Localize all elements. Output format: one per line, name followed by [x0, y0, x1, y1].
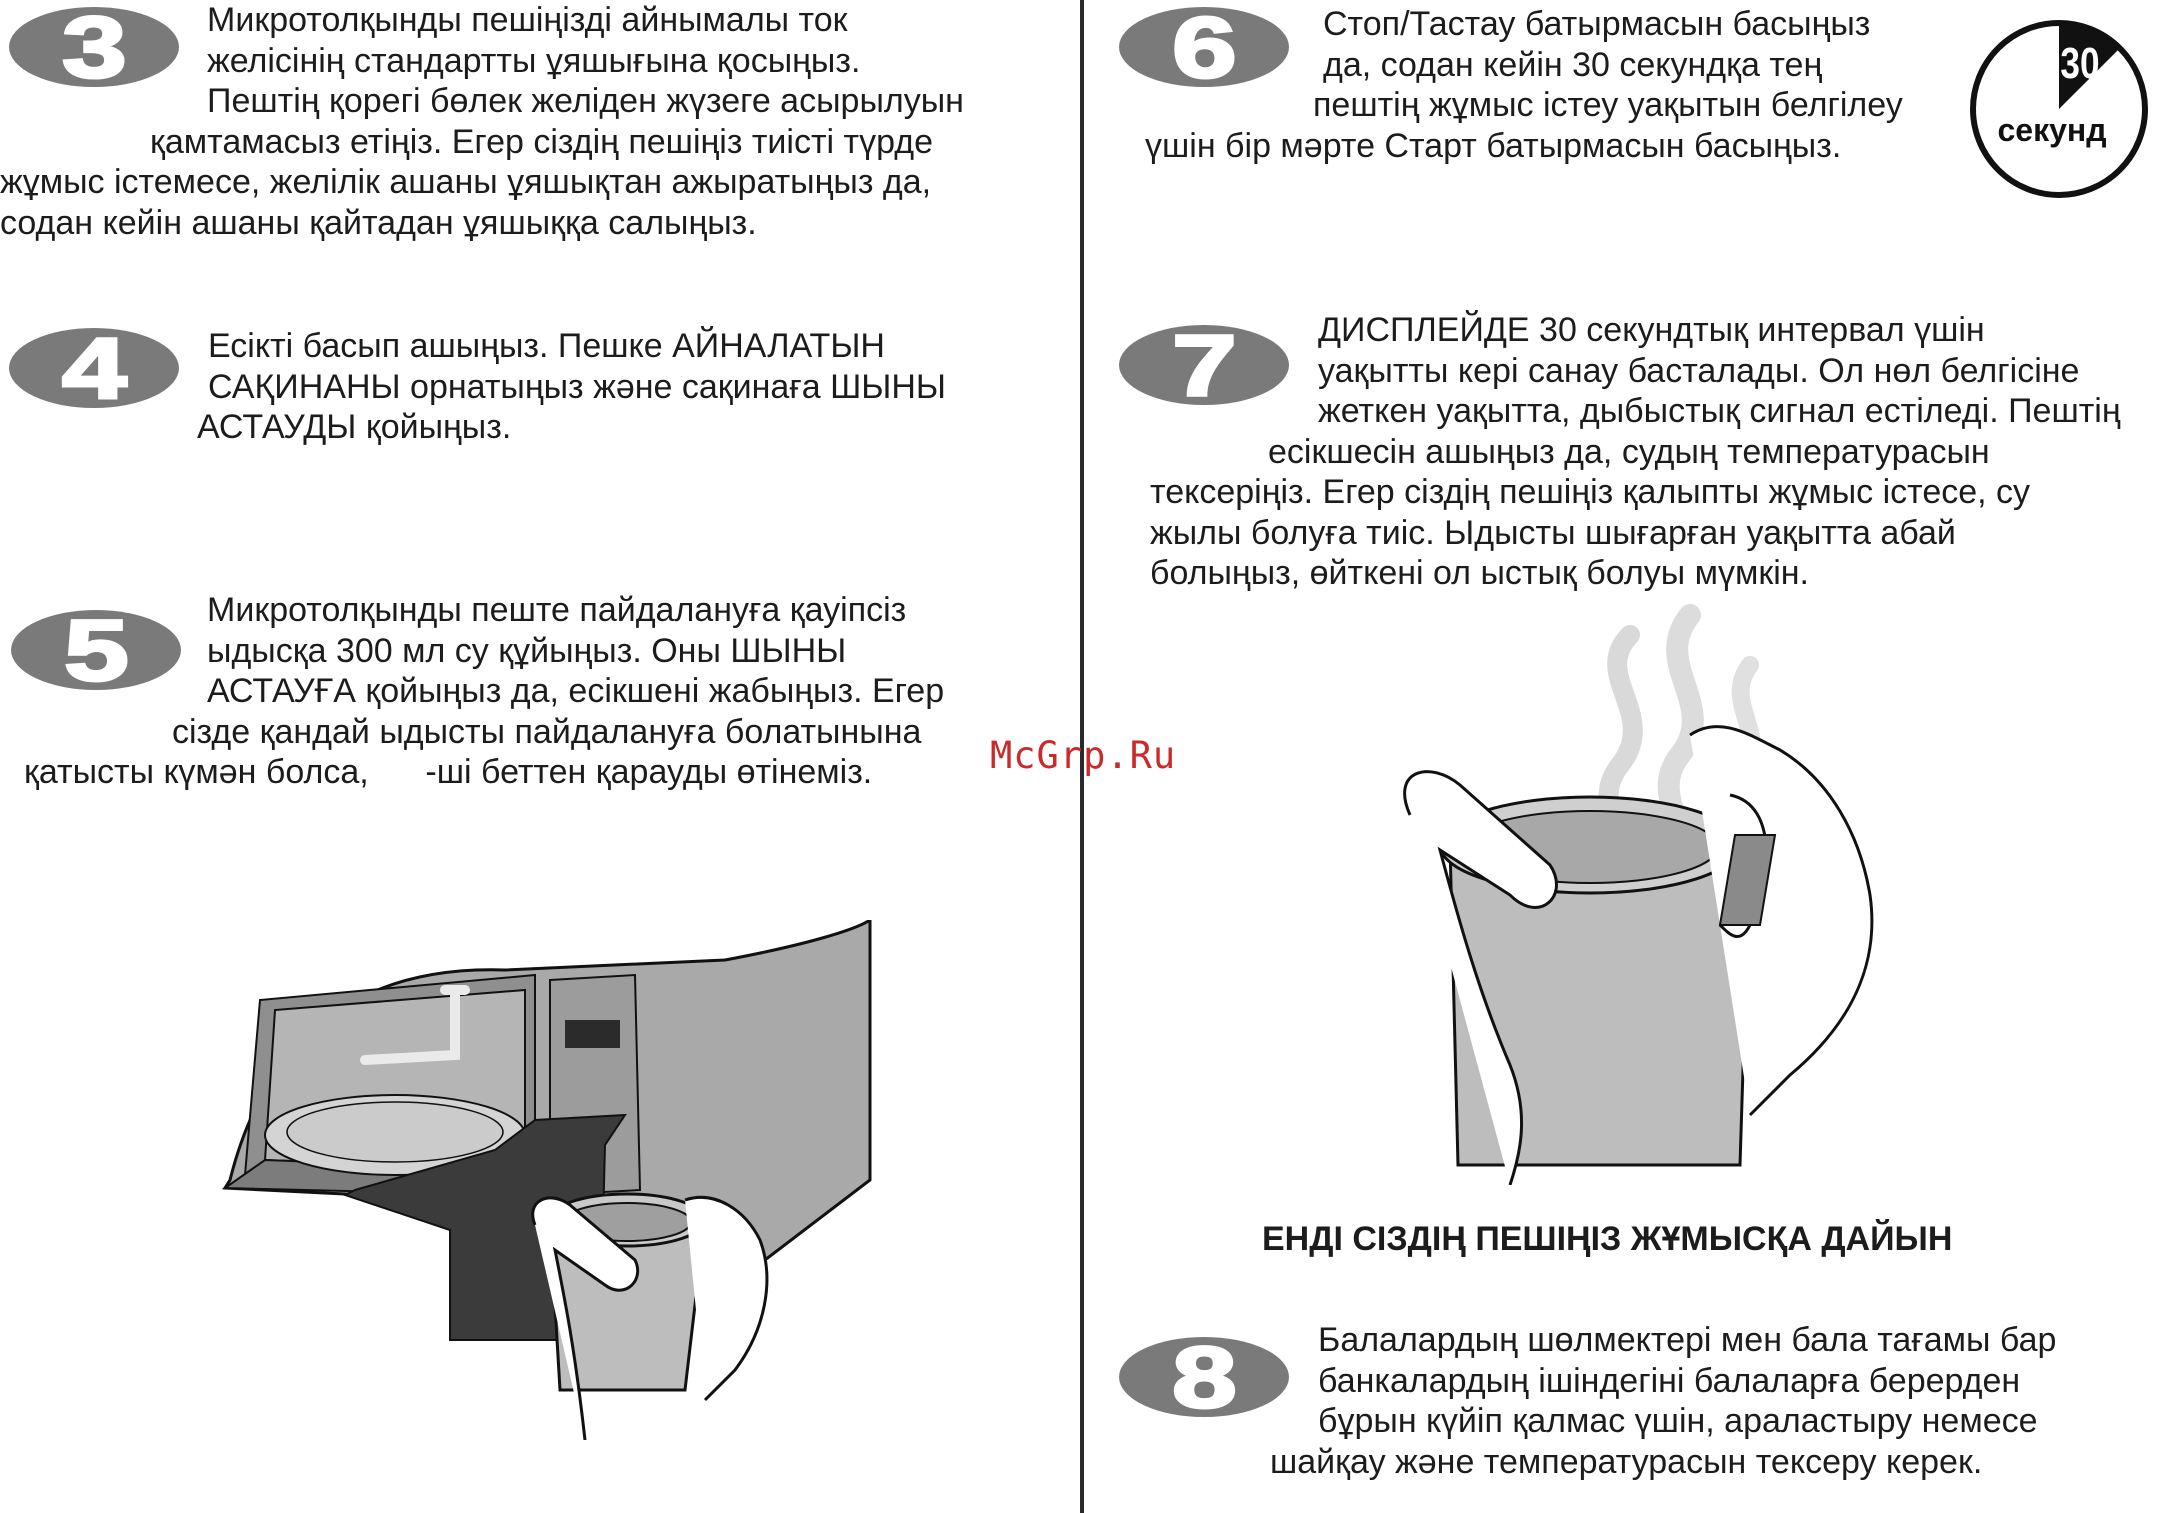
step-8-line: Балалардың шөлмектері мен бала тағамы ба… — [1318, 1321, 2057, 1359]
step-4-badge: 4 — [9, 326, 179, 410]
step-5-line: ыдысқа 300 мл су құйыңыз. Оны ШЫНЫ — [207, 631, 847, 670]
step-3-line: содан кейін ашаны қайтадан ұяшыққа салың… — [0, 203, 757, 242]
hot-cup-hands-illustration — [1403, 604, 1874, 1185]
ready-heading: ЕНДІ СІЗДІҢ ПЕШІҢІЗ ЖҰМЫСҚА ДАЙЫН — [1262, 1220, 1953, 1258]
step-6-text: Стоп/Тастау батырмасын басыңыз да, содан… — [1145, 4, 1903, 166]
step-4-line: Есікті басып ашыңыз. Пешке АЙНАЛАТЫН — [208, 327, 885, 365]
step-7-line: жылы болуға тиіс. Ыдысты шығарған уақытт… — [1150, 513, 1956, 552]
timer-elapsed-wedge — [2059, 23, 2120, 109]
step-5-badge: 5 — [11, 608, 181, 692]
step-6-line: пештің жұмыс істеу уақытын белгілеу — [1313, 86, 1903, 124]
step-4-text: Есікті басып ашыңыз. Пешке АЙНАЛАТЫН САҚ… — [0, 326, 946, 448]
step-7-line: есікшесін ашыңыз да, судың температурасы… — [1268, 432, 1990, 471]
step-5-line: сізде қандай ыдысты пайдалануға болатыны… — [172, 712, 922, 751]
watermark: McGrp.Ru — [990, 734, 1177, 777]
column-divider — [1080, 0, 1084, 1513]
step-8-line: бұрын күйіп қалмас үшін, араластыру неме… — [1318, 1402, 2038, 1440]
step-7-line: тексеріңіз. Егер сіздің пешіңіз қалыпты … — [1150, 473, 2031, 511]
timer-30-seconds-icon: 30 секунд — [1970, 20, 2148, 198]
step-6-badge: 6 — [1119, 5, 1289, 89]
step-3-number: 3 — [62, 5, 127, 89]
step-8-line: шайқау және температурасын тексеру керек… — [1270, 1442, 1983, 1481]
step-4-line: САҚИНАНЫ орнатыңыз және сақинаға ШЫНЫ — [208, 367, 946, 406]
step-6-line: да, содан кейін 30 секундқа тең — [1323, 45, 1823, 84]
step-3-line: қамтамасыз етіңіз. Егер сіздің пешіңіз т… — [150, 122, 933, 161]
step-7-line: жеткен уақытта, дыбыстық сигнал естіледі… — [1318, 392, 2121, 430]
step-3-line: Пештің қорегі бөлек желіден жүзеге асыры… — [207, 82, 964, 120]
step-3-line: жұмыс істемесе, желілік ашаны ұяшықтан а… — [0, 163, 932, 201]
step-6-line: Стоп/Тастау батырмасын басыңыз — [1323, 5, 1871, 43]
step-7-line: ДИСПЛЕЙДЕ 30 секундтық интервал үшін — [1318, 311, 1985, 349]
step-3-line: желісінің стандартты ұяшығына қосыңыз. — [207, 41, 861, 80]
step-5-line: АСТАУҒА қойыңыз да, есікшені жабыңыз. Ег… — [207, 672, 945, 710]
step-5-line: қатысты күмән болса, -ші беттен қарауды … — [24, 753, 873, 791]
step-5-number: 5 — [64, 608, 129, 692]
step-7-number: 7 — [1172, 323, 1237, 407]
step-7-badge: 7 — [1119, 323, 1289, 407]
step-6-line: үшін бір мәрте Старт батырмасын басыңыз. — [1145, 126, 1842, 165]
step-7-line: болыңыз, өйткені ол ыстық болуы мүмкін. — [1150, 554, 1809, 592]
step-8-line: банкалардың ішіндегіні балаларға берерде… — [1318, 1361, 2021, 1400]
step-3-text: Микротолқынды пешіңізді айнымалы ток жел… — [0, 0, 964, 243]
step-7-text: ДИСПЛЕЙДЕ 30 секундтық интервал үшін уақ… — [1150, 310, 2121, 594]
timer-unit: секунд — [1997, 112, 2106, 148]
step-8-number: 8 — [1172, 1335, 1237, 1419]
microwave-cup-illustration — [221, 920, 872, 1440]
step-3-line: Микротолқынды пешіңізді айнымалы ток — [207, 1, 848, 39]
step-8-text: Балалардың шөлмектері мен бала тағамы ба… — [1150, 1320, 2056, 1482]
step-5-text: Микротолқынды пеште пайдалануға қауіпсіз… — [0, 590, 944, 793]
step-8-badge: 8 — [1119, 1335, 1289, 1419]
timer-value: 30 — [2060, 39, 2099, 88]
step-6-number: 6 — [1172, 5, 1237, 89]
step-3-badge: 3 — [9, 5, 179, 89]
step-4-number: 4 — [62, 326, 127, 410]
step-7-line: уақытты кері санау басталады. Ол нөл бел… — [1318, 351, 2080, 390]
step-5-line: Микротолқынды пеште пайдалануға қауіпсіз — [207, 591, 907, 629]
step-4-line: АСТАУДЫ қойыңыз. — [197, 408, 512, 446]
